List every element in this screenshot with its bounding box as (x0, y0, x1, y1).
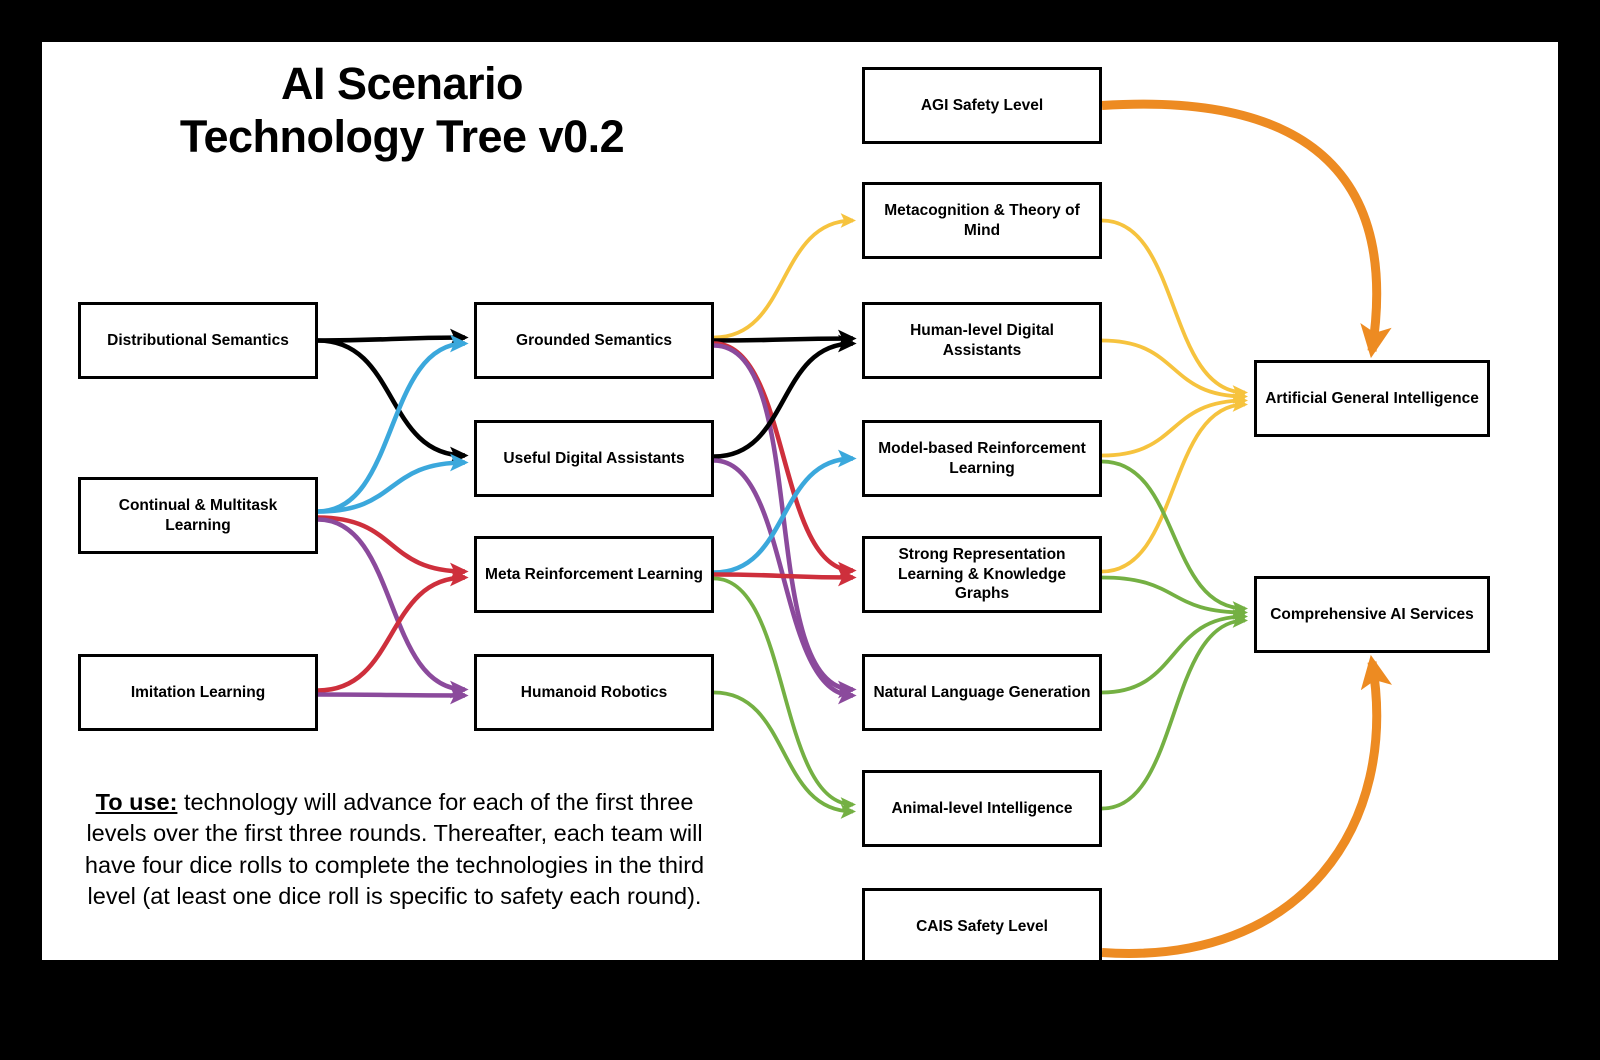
page-title-line-2: Technology Tree v0.2 (179, 111, 625, 163)
node-humanoid-robotics[interactable]: Humanoid Robotics (474, 654, 714, 731)
edge (317, 568, 469, 693)
node-label: Useful Digital Assistants (503, 449, 685, 467)
node-continual-multitask-learning[interactable]: Continual & Multitask Learning (78, 477, 318, 554)
node-natural-language-generation[interactable]: Natural Language Generation (862, 654, 1102, 731)
usage-caption: To use: technology will advance for each… (72, 787, 717, 912)
edge (317, 453, 469, 514)
edge (1101, 609, 1249, 695)
node-distributional-semantics[interactable]: Distributional Semantics (78, 302, 318, 379)
edge (713, 329, 857, 348)
edge (713, 449, 857, 575)
node-animal-level-intelligence[interactable]: Animal-level Intelligence (862, 770, 1102, 847)
node-label: Humanoid Robotics (520, 683, 668, 701)
node-label: Continual & Multitask Learning (118, 497, 278, 534)
node-label: Human-level Digital Assistants (910, 322, 1054, 359)
node-label: Metacognition & Theory of Mind (884, 202, 1080, 239)
node-label: Meta Reinforcement Learning (485, 565, 703, 583)
node-imitation-learning[interactable]: Imitation Learning (78, 654, 318, 731)
page-title-line-1: AI Scenario (280, 58, 524, 109)
node-label: Strong Representation Learning & Knowled… (898, 546, 1066, 603)
edge (317, 686, 469, 705)
node-label: Comprehensive AI Services (1270, 605, 1474, 623)
edge (713, 341, 857, 580)
node-grounded-semantics[interactable]: Grounded Semantics (474, 302, 714, 379)
node-strong-representation-learning-knowledge-graphs[interactable]: Strong Representation Learning & Knowled… (862, 536, 1102, 613)
edge-orange-agi-safety (1101, 99, 1392, 359)
node-label: Model-based Reinforcement Learning (878, 440, 1086, 477)
node-label: Distributional Semantics (107, 331, 289, 349)
node-metacognition-theory-of-mind[interactable]: Metacognition & Theory of Mind (862, 182, 1102, 259)
node-label: CAIS Safety Level (916, 917, 1048, 935)
edge (713, 213, 857, 340)
edge (1101, 218, 1249, 400)
edge (317, 328, 469, 347)
edge (713, 576, 857, 812)
edge (1101, 613, 1249, 811)
node-useful-digital-assistants[interactable]: Useful Digital Assistants (474, 420, 714, 497)
diagram-edges (317, 99, 1393, 958)
usage-caption-body: technology will advance for each of the … (84, 789, 705, 909)
edge (713, 334, 857, 459)
node-agi-safety-level[interactable]: AGI Safety Level (862, 67, 1102, 144)
edge (1101, 393, 1249, 458)
node-label: Natural Language Generation (873, 683, 1091, 701)
edge (1101, 338, 1249, 404)
edge (1101, 575, 1249, 620)
node-label: Imitation Learning (130, 683, 266, 701)
node-model-based-reinforcement-learning[interactable]: Model-based Reinforcement Learning (862, 420, 1102, 497)
diagram-canvas: AI Scenario Technology Tree v0.2 Distrib… (42, 42, 1558, 960)
node-cais-safety-level[interactable]: CAIS Safety Level (862, 888, 1102, 960)
node-label: AGI Safety Level (920, 96, 1044, 114)
edge-orange-cais-safety (1101, 654, 1393, 958)
usage-caption-lead: To use: (95, 789, 178, 815)
edge (317, 517, 469, 699)
node-label: Grounded Semantics (516, 331, 672, 349)
node-meta-reinforcement-learning[interactable]: Meta Reinforcement Learning (474, 536, 714, 613)
node-human-level-digital-assistants[interactable]: Human-level Digital Assistants (862, 302, 1102, 379)
edge (317, 338, 469, 465)
edge (1101, 459, 1249, 616)
edge (317, 515, 469, 581)
edge (713, 568, 857, 587)
node-comprehensive-ai-services[interactable]: Comprehensive AI Services (1254, 576, 1490, 653)
page-title: AI Scenario Technology Tree v0.2 (102, 57, 702, 163)
edge (713, 690, 857, 819)
node-label: Animal-level Intelligence (891, 799, 1073, 817)
edge (317, 334, 469, 514)
node-label: Artificial General Intelligence (1265, 389, 1479, 407)
node-artificial-general-intelligence[interactable]: Artificial General Intelligence (1254, 360, 1490, 437)
edge (1101, 397, 1249, 574)
